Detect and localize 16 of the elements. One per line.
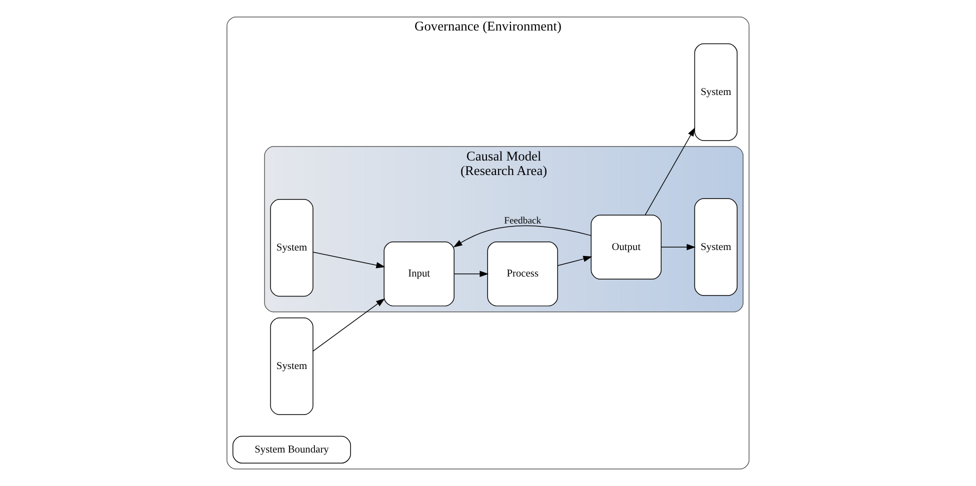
edge-label: Feedback	[504, 216, 542, 227]
node-box: Output	[590, 214, 662, 280]
arrow	[454, 270, 489, 278]
node-box: System	[694, 43, 738, 141]
node-box: Process	[487, 242, 558, 306]
node-box: Input	[384, 242, 454, 306]
arrow	[660, 244, 696, 250]
arrow	[312, 252, 386, 268]
arrow	[644, 127, 696, 216]
node-box: System	[270, 317, 314, 416]
node-box: System Boundary	[232, 436, 351, 464]
arrow	[312, 298, 385, 352]
arrow	[557, 256, 592, 266]
node-box: System	[270, 199, 314, 297]
node-box: System	[694, 198, 738, 296]
arrow	[453, 225, 592, 248]
